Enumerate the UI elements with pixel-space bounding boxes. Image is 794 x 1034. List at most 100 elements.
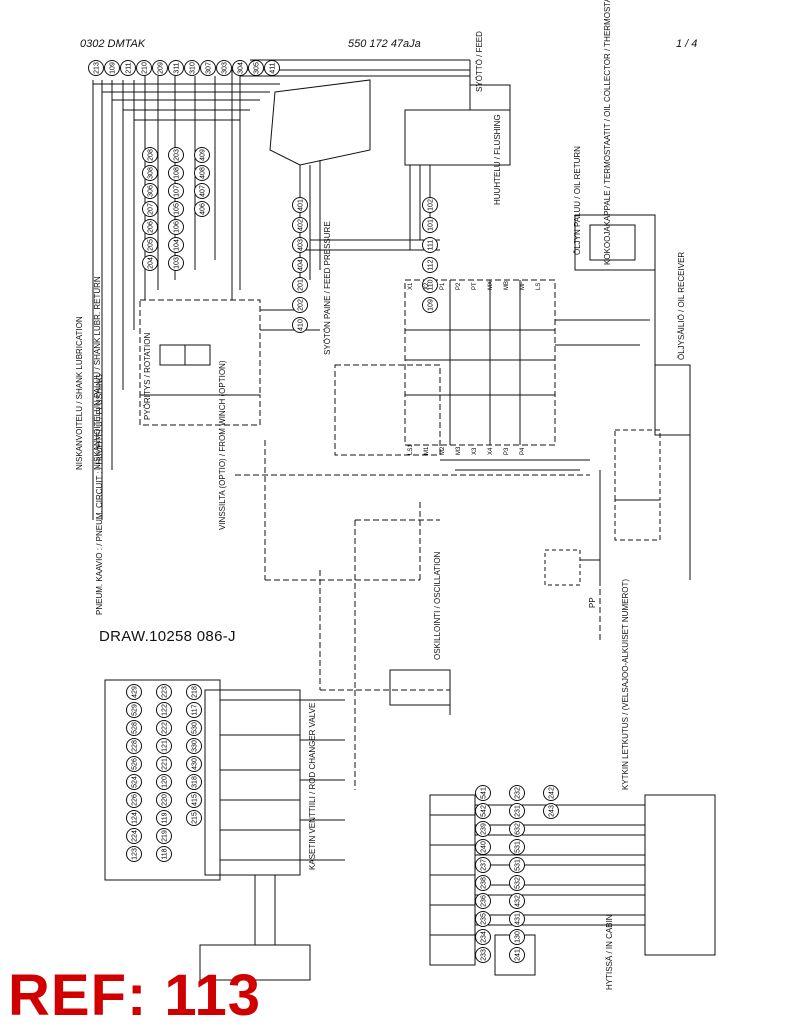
svg-text:243: 243 [549,805,556,817]
svg-text:236: 236 [481,895,488,907]
callout-center-8: 101 [422,217,438,233]
port-label: LS [536,283,542,290]
svg-text:308: 308 [148,167,155,179]
callout-left_mid-9: 107 [168,183,184,199]
svg-text:235: 235 [481,913,488,925]
svg-text:203: 203 [174,149,181,161]
callout-top-11: 411 [264,60,280,76]
callout-left_mid-14: 409 [194,147,210,163]
svg-text:406: 406 [200,203,207,215]
svg-text:532: 532 [515,877,522,889]
svg-text:531: 531 [515,841,522,853]
svg-text:117: 117 [192,704,199,715]
callout-rod_changer-8: 224 [126,828,142,844]
svg-text:213: 213 [94,62,101,74]
svg-text:240: 240 [481,841,488,853]
callout-left_mid-2: 306 [142,183,158,199]
svg-text:311: 311 [174,62,181,73]
callout-rod_changer-19: 118 [156,846,172,862]
svg-text:330: 330 [192,740,199,752]
callout-lower_right-1: 542 [475,803,491,819]
svg-text:303: 303 [222,62,229,74]
svg-text:123: 123 [132,848,139,860]
callout-left_mid-10: 105 [168,201,184,217]
callout-lower_right-0: 541 [475,785,491,801]
label-rotation: PYÖRITYS / ROTATION [143,333,152,420]
svg-text:208: 208 [148,149,155,161]
callout-lower_right-11: 231 [509,803,525,819]
port-label: P2 [456,282,462,290]
port-label: PT [472,282,478,290]
port-label: MF [520,281,526,290]
svg-text:226: 226 [132,794,139,806]
svg-text:110: 110 [428,279,435,290]
part-number: 550 172 47aJa [348,38,421,50]
svg-text:218: 218 [192,686,199,698]
svg-text:526: 526 [132,758,139,770]
label-collector: KOKOOJAKAPPALE / TERMOSTAATIT / OIL COLL… [603,0,612,265]
callout-rod_changer-7: 124 [126,810,142,826]
label-in-cabin: HYTISSÄ / IN CABIN [605,914,614,990]
callout-top-2: 211 [120,60,136,76]
svg-text:118: 118 [162,848,169,859]
label-shank-lubr-return: NISKANVOITELUN PALUU / SHANK LUBR. RETUR… [93,276,102,470]
svg-text:109: 109 [110,62,117,74]
svg-text:122: 122 [162,704,169,716]
callout-rod_changer-4: 526 [126,756,142,772]
callout-rod_changer-15: 120 [156,774,172,790]
callout-top-3: 210 [136,60,152,76]
callout-rod_changer-5: 524 [126,774,142,790]
callout-lower_right-2: 239 [475,821,491,837]
svg-text:220: 220 [162,794,169,806]
svg-text:411: 411 [270,62,277,73]
callout-rod_changer-13: 121 [156,738,172,754]
label-feed: SYÖTTÖ / FEED [475,31,484,92]
label-shank-lubrication: NISKANVOITELU / SHANK LUBRICATION [75,316,84,470]
svg-text:109: 109 [428,299,435,311]
callout-left_mid-7: 203 [168,147,184,163]
svg-text:415: 415 [192,794,199,806]
svg-text:409: 409 [200,149,207,161]
svg-text:408: 408 [200,167,207,179]
svg-text:529: 529 [132,704,139,716]
port-label: M1 [424,446,430,455]
label-oil-receiver: ÖLJYSÄILIÖ / OIL RECEIVER [677,252,686,360]
callout-lower_right-8: 234 [475,929,491,945]
svg-text:305: 305 [254,62,261,74]
callout-center-1: 402 [292,217,308,233]
callout-left_mid-15: 408 [194,165,210,181]
port-label: M3 [456,446,462,455]
svg-text:432: 432 [515,895,522,907]
callout-rod_changer-16: 220 [156,792,172,808]
callout-rod_changer-1: 529 [126,702,142,718]
callout-lower_right-20: 242 [543,785,559,801]
svg-text:221: 221 [162,758,169,770]
svg-text:207: 207 [148,203,155,215]
port-label: M2 [440,446,446,455]
callout-rod_changer-10: 223 [156,684,172,700]
callout-lower_right-21: 243 [543,803,559,819]
svg-text:530: 530 [192,722,199,734]
port-label: X1 [408,282,414,290]
svg-text:531: 531 [515,859,522,871]
callout-center-0: 401 [292,197,308,213]
svg-text:542: 542 [481,805,488,817]
callout-rod_changer-20: 218 [186,684,202,700]
callout-rod_changer-0: 429 [126,684,142,700]
callout-rod_changer-26: 415 [186,792,202,808]
svg-text:234: 234 [481,931,488,943]
port-label: X3 [472,447,478,455]
svg-text:106: 106 [174,221,181,233]
port-label: MB [504,281,510,290]
callout-rod_changer-6: 226 [126,792,142,808]
svg-text:238: 238 [481,877,488,889]
svg-text:233: 233 [481,949,488,961]
callout-rod_changer-3: 228 [126,738,142,754]
svg-text:204: 204 [148,257,155,269]
svg-text:105: 105 [174,203,181,215]
callout-lower_right-7: 235 [475,911,491,927]
callout-rod_changer-23: 330 [186,738,202,754]
label-oscillation: OSKILLOINTI / OSCILLATION [433,551,442,660]
